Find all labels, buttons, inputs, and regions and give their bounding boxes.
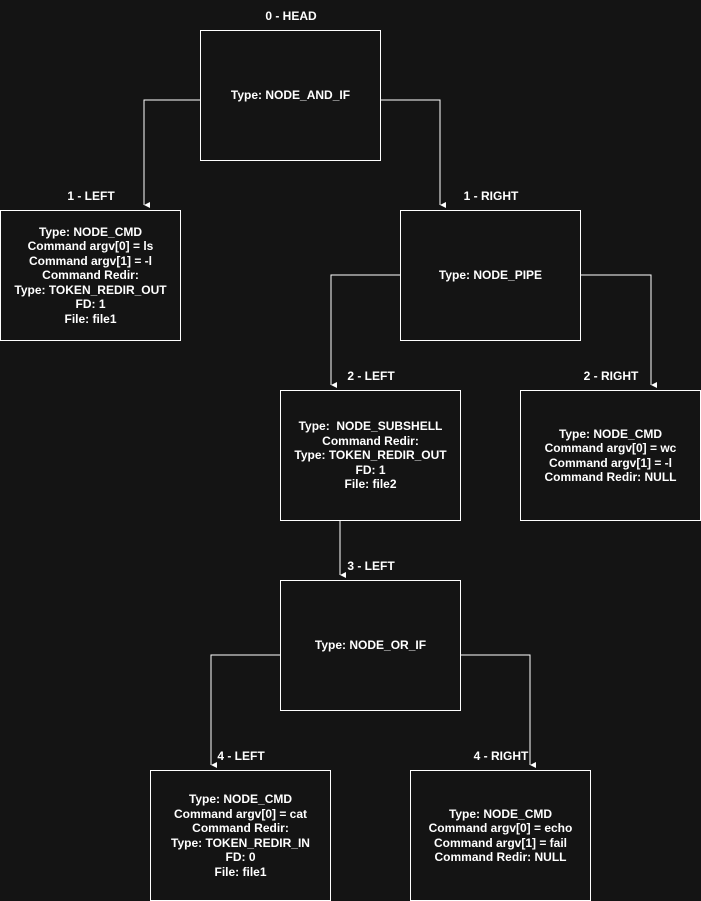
node-text-line: Command Redir: — [192, 821, 289, 835]
node-left2: Type: NODE_SUBSHELL Command Redir: Type:… — [280, 390, 461, 521]
edge-head-to-right1 — [380, 99, 440, 205]
node-head: Type: NODE_AND_IF — [200, 30, 381, 161]
node-text-line: FD: 1 — [355, 462, 386, 477]
node-text-line: Type: NODE_CMD — [448, 806, 553, 821]
node-text-line: Type: NODE_AND_IF — [230, 88, 351, 103]
node-text-line: Type: NODE_SUBSHELL — [298, 419, 443, 434]
node-text-line: FD: 0 — [225, 850, 256, 864]
node-label-head: 0 - HEAD — [265, 9, 317, 23]
node-label-right2: 2 - RIGHT — [583, 369, 639, 383]
node-text-line: Type: NODE_OR_IF — [314, 638, 427, 653]
node-right1: Type: NODE_PIPE — [400, 210, 581, 341]
node-label-left3: 3 - LEFT — [347, 559, 395, 573]
node-text-line: Command argv[1] = -l — [28, 253, 153, 268]
edge-right1-to-right2 — [580, 274, 651, 385]
node-text-line: FD: 1 — [75, 297, 106, 312]
node-text-line: File: file1 — [214, 864, 267, 879]
node-text-line: Command argv[0] = cat — [173, 806, 308, 821]
node-text-line: Command argv[0] = echo — [428, 821, 573, 835]
node-label-left1: 1 - LEFT — [67, 189, 115, 203]
node-label-left2: 2 - LEFT — [347, 369, 395, 383]
node-text-line: Command argv[0] = ls — [27, 239, 154, 254]
node-text-line: Command argv[1] = fail — [433, 835, 568, 850]
node-text-line: File: file1 — [64, 311, 117, 326]
node-text-line: Type: TOKEN_REDIR_IN — [171, 835, 310, 850]
node-text-line: File: file2 — [344, 477, 397, 492]
node-text-line: Type: NODE_CMD — [558, 426, 663, 441]
node-left1: Type: NODE_CMD Command argv[0] = ls Comm… — [0, 210, 181, 341]
node-left4: Type: NODE_CMD Command argv[0] = cat Com… — [150, 770, 331, 901]
node-text-line: Command Redir: — [42, 268, 139, 283]
node-label-right4: 4 - RIGHT — [473, 749, 529, 763]
node-text-line: Type: NODE_CMD — [188, 792, 293, 806]
node-label-right1: 1 - RIGHT — [463, 189, 519, 203]
edge-head-to-left1 — [143, 99, 200, 205]
node-label-left4: 4 - LEFT — [217, 749, 265, 763]
node-text-line: Type: TOKEN_REDIR_OUT — [294, 448, 447, 463]
node-right2: Type: NODE_CMD Command argv[0] = wc Comm… — [520, 390, 701, 521]
node-text-line: Command argv[0] = wc — [544, 441, 677, 455]
node-text-line: Command Redir: — [322, 433, 419, 448]
node-right4: Type: NODE_CMD Command argv[0] = echo Co… — [410, 770, 591, 901]
node-text-line: Command argv[1] = -l — [548, 455, 673, 470]
node-text-line: Type: NODE_CMD — [38, 224, 143, 239]
node-text-line: Type: NODE_PIPE — [438, 268, 543, 283]
node-text-line: Type: TOKEN_REDIR_OUT — [14, 282, 167, 297]
node-text-line: Command Redir: NULL — [434, 850, 567, 864]
edge-left3-to-right4 — [460, 654, 530, 765]
edge-right1-to-left2 — [330, 274, 400, 385]
edge-left3-to-left4 — [210, 654, 280, 765]
node-text-line: Command Redir: NULL — [544, 470, 677, 484]
node-left3: Type: NODE_OR_IF — [280, 580, 461, 711]
